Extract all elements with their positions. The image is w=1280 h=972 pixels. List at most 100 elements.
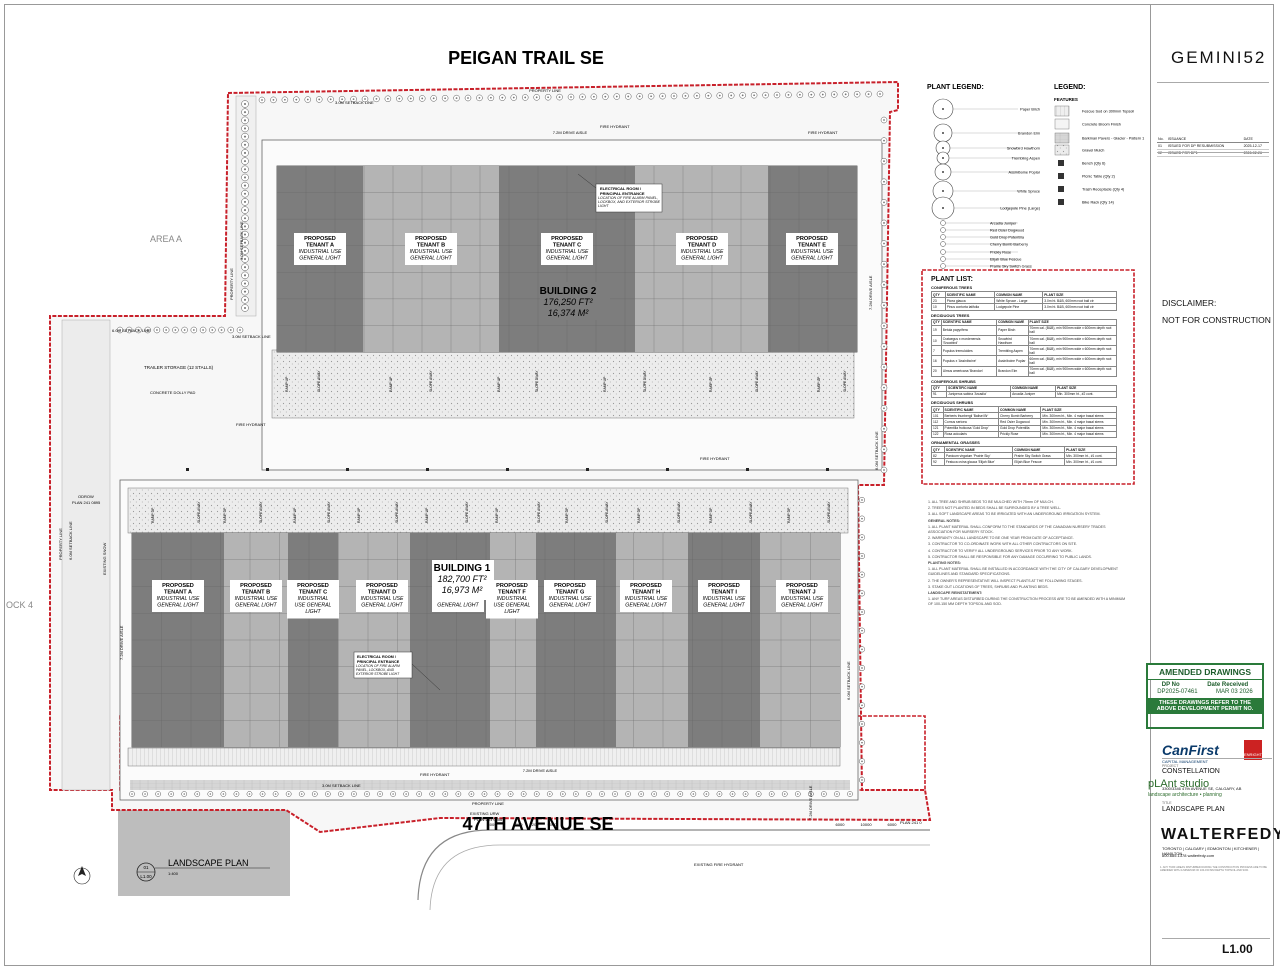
plant-list-cell: 92 — [931, 458, 945, 466]
property-line-north: PROPERTY LINE — [529, 88, 561, 93]
tenant-label-line: GENERAL LIGHT — [703, 603, 745, 609]
tree-trunk — [614, 793, 616, 795]
tenant-label-line: INDUSTRIAL — [497, 596, 528, 602]
plant-list-cell: 10 — [931, 334, 942, 347]
tree-trunk — [861, 779, 863, 781]
plant-legend-item: Elijah Blue Fescue — [990, 258, 1021, 262]
tenant-label-line: PROPOSED — [297, 583, 329, 589]
tenant-label-line: PROPOSED — [415, 236, 447, 242]
building-1 — [131, 532, 841, 748]
building-2-area-ft: 176,250 FT² — [543, 297, 593, 307]
tree-trunk — [849, 793, 851, 795]
tree-trunk — [222, 793, 225, 795]
plant-list-cell: Lodgepole Pine — [994, 303, 1044, 311]
plant-list-header: COMMON NAME — [996, 318, 1029, 326]
tenant-label-line: PROPOSED — [630, 583, 662, 589]
tree-trunk — [364, 98, 366, 100]
legend-symbol — [1058, 160, 1064, 166]
tree-trunk — [243, 266, 247, 269]
tree-trunk — [444, 793, 447, 795]
building-1-name: BUILDING 1 — [434, 563, 491, 574]
revision-cell: 2026-02-26 — [1242, 149, 1269, 157]
walterfedy-offices: TORONTO | CALGARY | EDMONTON | KITCHENER… — [1162, 846, 1260, 856]
tree-trunk — [861, 573, 863, 576]
building-1-area-ft: 182,700 FT² — [437, 574, 487, 584]
shrub-symbol — [940, 256, 946, 262]
shrub-symbol — [940, 234, 946, 240]
drive-aisle-north: 7.2M DRIVE AISLE — [553, 130, 588, 135]
tree-trunk — [861, 499, 863, 501]
road-curb-2 — [429, 844, 930, 911]
revision-header: ISSUANCE — [1166, 136, 1243, 143]
tenant-label-bg — [287, 580, 339, 619]
legend-swatch — [1054, 144, 1070, 156]
tree-trunk — [467, 97, 469, 99]
tree-trunk — [535, 96, 538, 99]
shrub-symbol — [940, 263, 946, 269]
odrow-label: ODROW — [78, 494, 94, 499]
ramp-label: RAMP UP — [285, 376, 289, 392]
tree-trunk — [248, 793, 251, 795]
tenant-label-line: PROPOSED — [786, 583, 818, 589]
tree-trunk — [861, 536, 863, 539]
north-gravel-strip — [271, 349, 855, 419]
note-line: 3. STAKE OUT LOCATIONS OF TREES, SHRUBS … — [928, 584, 1049, 589]
tenant-label-line: TENANT B — [417, 243, 445, 249]
revision-cell: ISSUED FOR DP1 — [1166, 149, 1243, 157]
tree-trunk — [638, 95, 641, 98]
west-lane — [61, 319, 111, 791]
b2-electrical-title-2: PRINCIPAL ENTRANCE — [600, 191, 645, 196]
b2-name-bg — [540, 282, 610, 320]
tree-trunk — [295, 98, 298, 101]
shrub-symbol — [940, 220, 946, 226]
tree-trunk — [547, 96, 550, 99]
tree-trunk — [730, 94, 733, 97]
tree-trunk — [798, 93, 801, 96]
amended-drawings-stamp: AMENDED DRAWINGS DP No Date Received DP2… — [1146, 663, 1264, 729]
tree-trunk — [229, 329, 232, 331]
tree-trunk — [707, 94, 710, 97]
plant-list-cell: Snowbird Hawthorn — [996, 334, 1029, 347]
tree-trunk — [243, 184, 247, 187]
plant-list-cell: 91 — [930, 390, 948, 399]
light-pole — [826, 468, 829, 471]
road-curb — [417, 829, 930, 901]
plant-legend-item: Assiniboine Poplar — [1009, 171, 1041, 175]
plant-studio-sub: landscape architecture • planning — [1148, 792, 1222, 798]
tree-trunk — [558, 96, 561, 99]
tree-trunk — [744, 793, 747, 795]
tree-trunk — [300, 793, 303, 795]
tenant-label-bg — [486, 580, 538, 619]
sheet-title: LANDSCAPE PLAN — [1162, 806, 1225, 813]
plant-list-cell: Assiniboine Poplar — [996, 355, 1029, 367]
tenant-label-bg — [152, 580, 204, 612]
tree-trunk — [679, 793, 682, 795]
tree-trunk — [575, 793, 577, 795]
tenant-label-line: INDUSTRIAL USE — [703, 596, 746, 602]
tenant-label-line: INDUSTRIAL USE — [791, 249, 834, 255]
tree-trunk — [650, 95, 653, 98]
tree-trunk — [861, 667, 863, 669]
tenant-label-line: PROPOSED — [554, 583, 586, 589]
tree-trunk — [783, 793, 786, 795]
tree-trunk — [661, 95, 664, 98]
tree-trunk — [243, 176, 247, 179]
shrub-symbol — [940, 241, 946, 247]
setback-west-vert: 3.0M SETBACK LINE — [239, 221, 244, 260]
tree-trunk — [392, 793, 394, 795]
sheet-number: L1.00 — [1222, 942, 1253, 956]
tenant-label-bg — [676, 233, 728, 265]
plant-list-section: DECIDUOUS TREES — [931, 312, 970, 318]
tree-trunk — [883, 366, 885, 368]
plant-list-cell: 10 — [931, 303, 946, 311]
plant-list-section: DECIDUOUS SHRUBS — [931, 400, 974, 406]
tree-trunk — [861, 611, 863, 613]
street-south: 47TH AVENUE SE — [462, 814, 613, 834]
tree-trunk — [856, 93, 859, 96]
tree-trunk — [770, 793, 773, 795]
legend-item: Bench (Qty 6) — [1082, 162, 1106, 166]
tree-trunk — [313, 793, 316, 795]
